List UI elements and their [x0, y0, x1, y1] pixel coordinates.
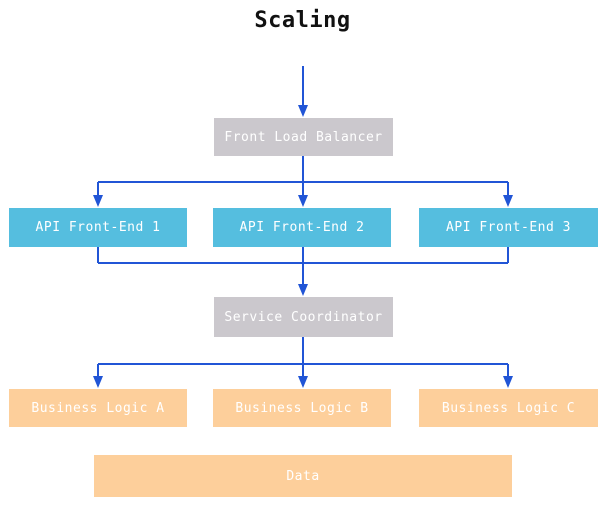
edge-front-load-balancer-to-api-front-ends: [93, 156, 513, 207]
node-api-front-end-3: API Front-End 3: [419, 208, 598, 247]
node-business-logic-a: Business Logic A: [9, 389, 187, 427]
node-business-logic-b: Business Logic B: [213, 389, 391, 427]
node-data: Data: [94, 455, 512, 497]
edge-api-front-ends-to-service-coordinator: [97, 247, 509, 296]
diagram-title: Scaling: [254, 8, 351, 33]
edge-title-to-front-load-balancer: [298, 66, 308, 117]
edge-service-coordinator-to-business-logic: [93, 337, 513, 388]
node-service-coordinator: Service Coordinator: [214, 297, 393, 337]
node-front-load-balancer: Front Load Balancer: [214, 118, 393, 156]
node-api-front-end-1: API Front-End 1: [9, 208, 187, 247]
node-business-logic-c: Business Logic C: [419, 389, 598, 427]
node-api-front-end-2: API Front-End 2: [213, 208, 391, 247]
